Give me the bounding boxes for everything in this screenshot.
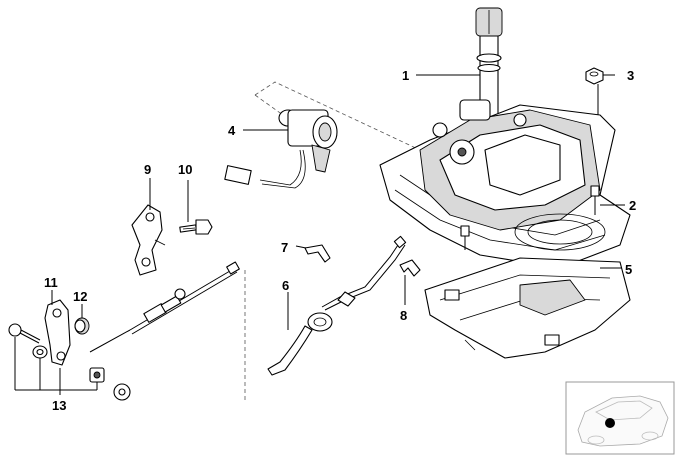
hex-nut xyxy=(585,67,604,85)
linkage-bolt xyxy=(8,323,41,344)
callout-5: 5 xyxy=(625,262,632,277)
callout-12: 12 xyxy=(73,289,87,304)
callout-8: 8 xyxy=(400,308,407,323)
selector-lever-link xyxy=(44,299,71,366)
callout-7: 7 xyxy=(281,240,288,255)
callout-10: 10 xyxy=(178,162,192,177)
callout-labels: 1 2 3 4 5 6 7 8 9 10 11 12 13 xyxy=(44,68,636,413)
car-silhouette xyxy=(577,395,669,447)
cable-clip xyxy=(304,244,331,263)
inner-cable xyxy=(89,261,240,353)
callout-9: 9 xyxy=(144,162,151,177)
bushing xyxy=(74,317,90,335)
ball-socket xyxy=(89,367,105,383)
callout-3: 3 xyxy=(627,68,634,83)
bottom-cover-plate xyxy=(424,257,631,359)
hex-bolt xyxy=(179,219,213,235)
callout-6: 6 xyxy=(282,278,289,293)
vehicle-locator-inset xyxy=(565,381,675,455)
callout-13: 13 xyxy=(52,398,66,413)
selector-cable xyxy=(244,235,407,400)
callout-1: 1 xyxy=(402,68,409,83)
solenoid-connector xyxy=(224,165,252,185)
retaining-clip xyxy=(399,259,421,277)
callout-4: 4 xyxy=(228,123,236,138)
cable-bracket xyxy=(131,204,166,276)
shift-lock-solenoid xyxy=(224,109,338,189)
nut xyxy=(113,383,131,401)
dashed-reference-line-top xyxy=(254,81,421,151)
washer xyxy=(32,345,48,359)
callout-11: 11 xyxy=(44,275,58,290)
location-marker-dot xyxy=(605,418,615,428)
callout-2: 2 xyxy=(629,198,636,213)
leader-lines xyxy=(14,74,625,395)
gear-selector-assembly xyxy=(254,7,631,269)
